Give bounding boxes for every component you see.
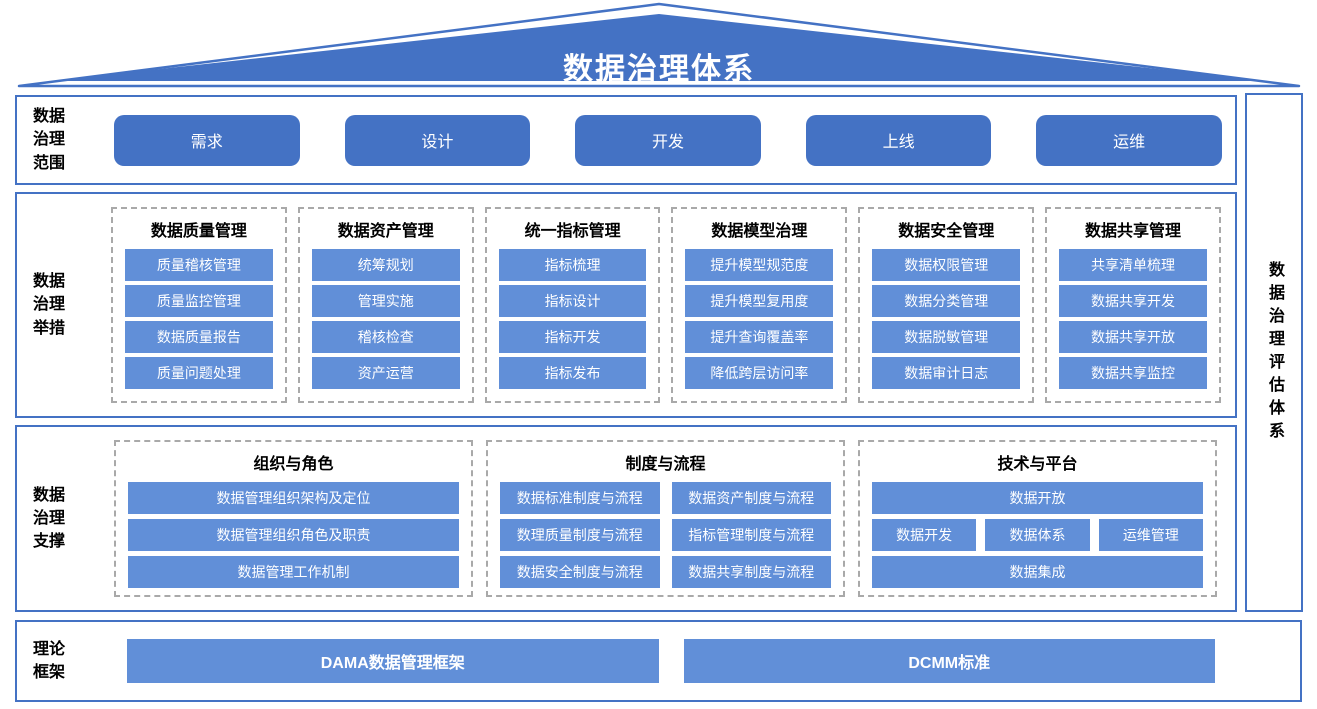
support-group-header: 组织与角色: [253, 456, 334, 473]
evaluation-bar-label: 数据治理评估体系: [1266, 260, 1283, 445]
support-group: 技术与平台数据开放数据开发数据体系运维管理数据集成: [858, 440, 1217, 597]
measure-column-header: 数据共享管理: [1085, 223, 1182, 240]
support-item: 运维管理: [1098, 519, 1203, 551]
measure-item: 指标开发: [498, 321, 647, 353]
support-item: 数据安全制度与流程: [500, 556, 660, 588]
measure-item: 管理实施: [311, 285, 460, 317]
support-item: 数据共享制度与流程: [671, 556, 831, 588]
measure-column-header: 数据安全管理: [898, 223, 995, 240]
measure-column: 数据资产管理统筹规划管理实施稽核检查资产运营: [297, 207, 474, 403]
support-item: 数据开发: [872, 519, 977, 551]
scope-stages: 需求设计开发上线运维: [97, 97, 1235, 183]
scope-section-label: 数据 治理 范围: [33, 108, 66, 172]
measure-item: 提升模型复用度: [685, 285, 834, 317]
support-group-header: 制度与流程: [625, 456, 706, 473]
measure-column: 统一指标管理指标梳理指标设计指标开发指标发布: [484, 207, 661, 403]
measures-section-label: 数据 治理 举措: [33, 273, 66, 337]
measure-item: 数据权限管理: [872, 249, 1021, 281]
theory-bars: DAMA数据管理框架 DCMM标准: [97, 622, 1300, 700]
roof-triangle: [17, 2, 1301, 88]
measure-item: 提升查询覆盖率: [685, 321, 834, 353]
measure-item: 数据审计日志: [872, 357, 1021, 389]
measure-item: 共享清单梳理: [1059, 249, 1207, 281]
measure-item: 质量监控管理: [125, 285, 273, 317]
support-item: 数据标准制度与流程: [500, 482, 660, 514]
theory-item: DAMA数据管理框架: [127, 639, 659, 683]
support-group-header: 技术与平台: [997, 456, 1078, 473]
support-item: 数据集成: [872, 556, 1203, 588]
measure-column: 数据共享管理共享清单梳理数据共享开发数据共享开放数据共享监控: [1045, 207, 1221, 403]
theory-section-label: 理论 框架: [33, 640, 66, 681]
measure-item: 数据共享监控: [1059, 357, 1207, 389]
measure-column: 数据安全管理数据权限管理数据分类管理数据脱敏管理数据审计日志: [858, 207, 1035, 403]
support-rows: 数据管理组织架构及定位数据管理组织角色及职责数据管理工作机制: [128, 482, 459, 588]
measure-column-header: 数据资产管理: [337, 223, 434, 240]
measure-item: 指标梳理: [498, 249, 647, 281]
support-item: 数据体系: [985, 519, 1090, 551]
support-item: 数据资产制度与流程: [671, 482, 831, 514]
support-item: 数据管理组织角色及职责: [128, 519, 459, 551]
support-row: 数据开放: [872, 482, 1203, 514]
measure-item: 资产运营: [311, 357, 460, 389]
measure-item: 质量问题处理: [125, 357, 273, 389]
measure-item: 数据分类管理: [872, 285, 1021, 317]
page-title: 数据治理体系: [563, 53, 755, 86]
support-rows: 数据开放数据开发数据体系运维管理数据集成: [872, 482, 1203, 588]
measure-item: 指标设计: [498, 285, 647, 317]
measure-item: 数据脱敏管理: [872, 321, 1021, 353]
measures-columns: 数据质量管理质量稽核管理质量监控管理数据质量报告质量问题处理数据资产管理统筹规划…: [97, 194, 1235, 416]
support-item: 数据管理工作机制: [128, 556, 459, 588]
measures-section: 数据 治理 举措 数据质量管理质量稽核管理质量监控管理数据质量报告质量问题处理数…: [15, 192, 1237, 418]
support-groups: 组织与角色数据管理组织架构及定位数据管理组织角色及职责数据管理工作机制制度与流程…: [97, 427, 1235, 610]
measure-item: 数据共享开发: [1059, 285, 1207, 317]
scope-section: 数据 治理 范围 需求设计开发上线运维: [15, 95, 1237, 185]
measure-item: 降低跨层访问率: [685, 357, 834, 389]
measure-item: 统筹规划: [311, 249, 460, 281]
support-grid: 数据标准制度与流程数据资产制度与流程数理质量制度与流程指标管理制度与流程数据安全…: [500, 482, 831, 588]
support-item: 数据管理组织架构及定位: [128, 482, 459, 514]
support-group: 制度与流程数据标准制度与流程数据资产制度与流程数理质量制度与流程指标管理制度与流…: [486, 440, 845, 597]
theory-section: 理论 框架 DAMA数据管理框架 DCMM标准: [15, 620, 1302, 702]
support-row: 数据集成: [872, 556, 1203, 588]
scope-stage-button: 运维: [1036, 114, 1222, 166]
measure-item: 数据共享开放: [1059, 321, 1207, 353]
measure-column-header: 数据模型治理: [711, 223, 808, 240]
measure-item: 质量稽核管理: [125, 249, 273, 281]
support-item: 数理质量制度与流程: [500, 519, 660, 551]
scope-stage-button: 上线: [805, 114, 992, 166]
measure-column-header: 统一指标管理: [524, 223, 621, 240]
measure-item: 指标发布: [498, 357, 647, 389]
measure-item: 稽核检查: [311, 321, 460, 353]
measure-column-header: 数据质量管理: [150, 223, 247, 240]
evaluation-bar: 数据治理评估体系: [1245, 93, 1303, 612]
scope-stage-button: 需求: [114, 114, 300, 166]
support-section: 数据 治理 支撑 组织与角色数据管理组织架构及定位数据管理组织角色及职责数据管理…: [15, 425, 1237, 612]
measure-column: 数据模型治理提升模型规范度提升模型复用度提升查询覆盖率降低跨层访问率: [671, 207, 848, 403]
measure-item: 提升模型规范度: [685, 249, 834, 281]
support-row: 数据开发数据体系运维管理: [872, 519, 1203, 551]
theory-item: DCMM标准: [683, 639, 1215, 683]
support-section-label: 数据 治理 支撑: [33, 486, 66, 551]
support-item: 指标管理制度与流程: [671, 519, 831, 551]
scope-stage-button: 开发: [575, 114, 761, 166]
support-group: 组织与角色数据管理组织架构及定位数据管理组织角色及职责数据管理工作机制: [114, 440, 473, 597]
measure-column: 数据质量管理质量稽核管理质量监控管理数据质量报告质量问题处理: [111, 207, 287, 403]
roof-shape: 数据治理体系: [13, 2, 1305, 90]
scope-stage-button: 设计: [344, 114, 531, 166]
support-item: 数据开放: [872, 482, 1203, 514]
measure-item: 数据质量报告: [125, 321, 273, 353]
